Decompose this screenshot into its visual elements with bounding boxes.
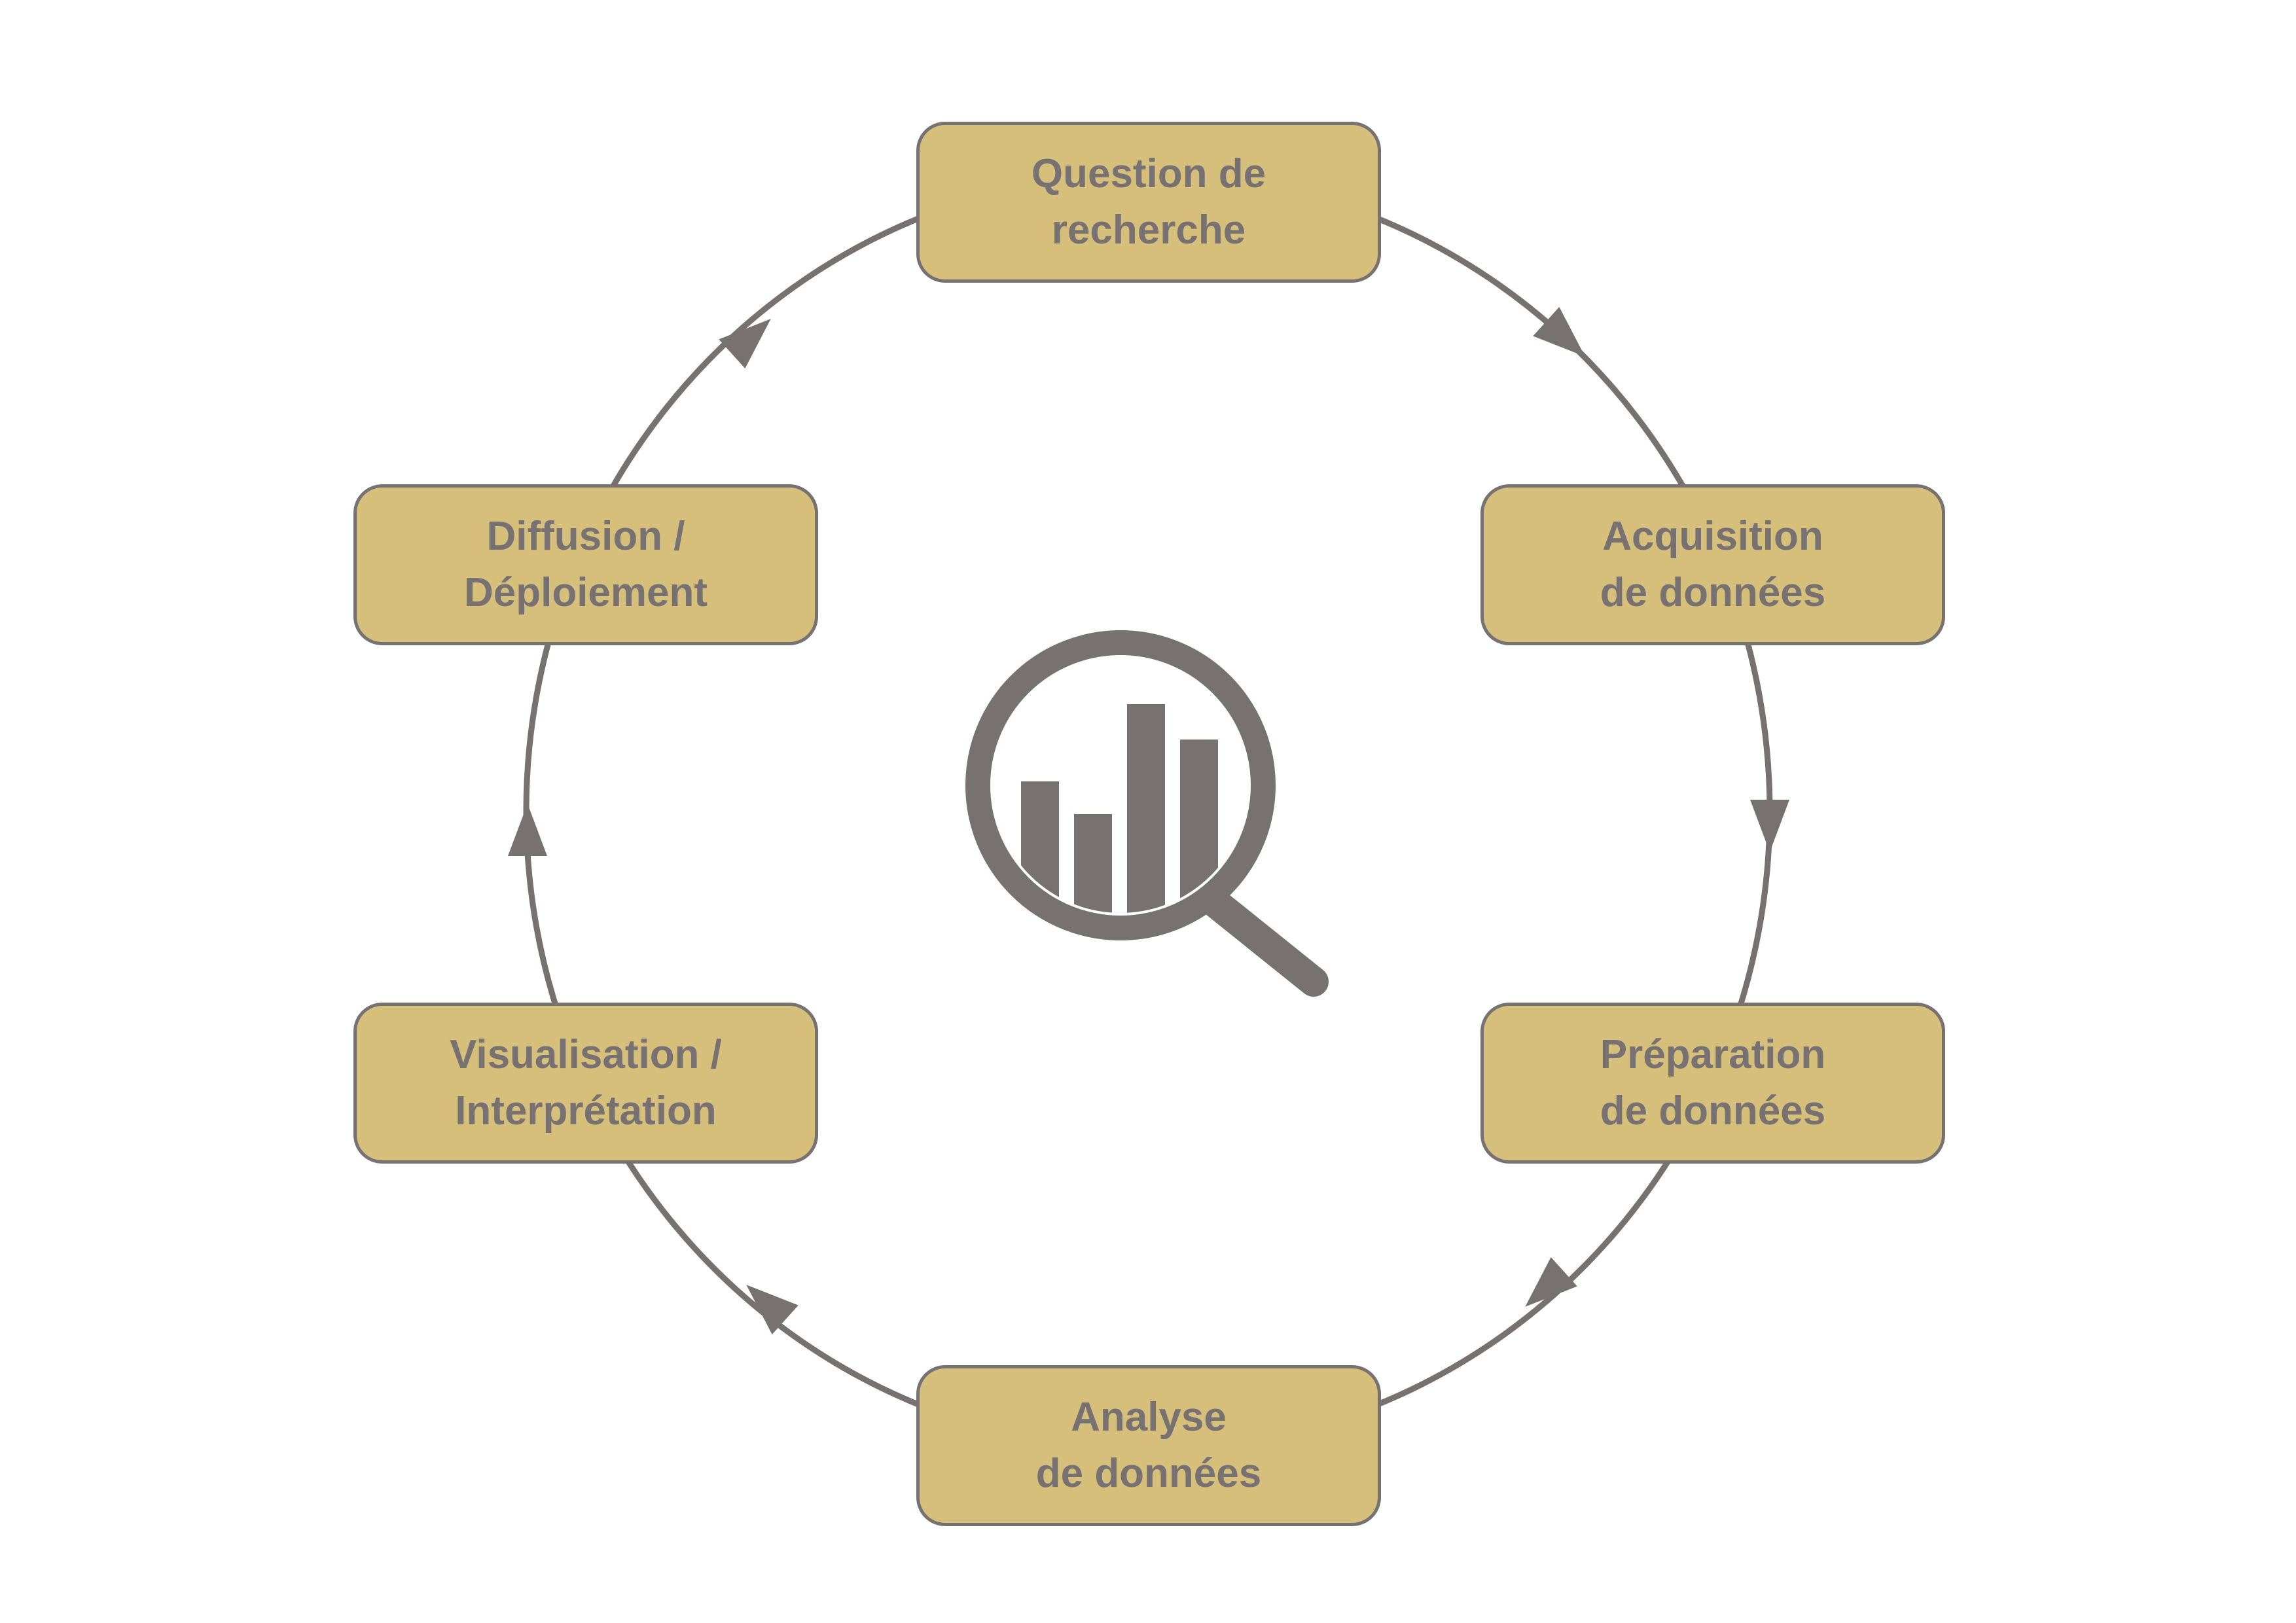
stage-analyse: Analyse de données [916,1365,1381,1526]
arrow-question-to-acquisition [1533,306,1585,357]
stage-question: Question de recherche [916,122,1381,283]
stage-label-preparation: Préparation de données [1600,1032,1826,1133]
magnifier-bar-chart-icon [965,630,1329,997]
magnifier-handle [1202,889,1329,997]
stage-label-question: Question de recherche [1031,151,1266,253]
arrow-acquisition-to-preparation [1750,800,1789,852]
chart-bar-3 [1127,704,1165,913]
stage-label-acquisition: Acquisition de données [1600,514,1826,615]
arrow-analyse-to-visualisation [746,1285,798,1335]
arrow-preparation-to-analyse [1525,1257,1577,1307]
stage-label-visualisation: Visualisation / Interprétation [450,1032,722,1133]
stage-visualisation: Visualisation / Interprétation [353,1003,818,1164]
arrow-diffusion-to-question [719,319,771,369]
stage-preparation: Préparation de données [1480,1003,1945,1164]
chart-bar-2 [1074,814,1112,913]
stage-acquisition: Acquisition de données [1480,484,1945,645]
arrow-visualisation-to-diffusion [508,804,547,856]
magnifier-lens [965,630,1276,940]
stage-label-diffusion: Diffusion / Déploiement [463,514,708,615]
stage-label-analyse: Analyse de données [1035,1395,1262,1496]
stage-diffusion: Diffusion / Déploiement [353,484,818,645]
